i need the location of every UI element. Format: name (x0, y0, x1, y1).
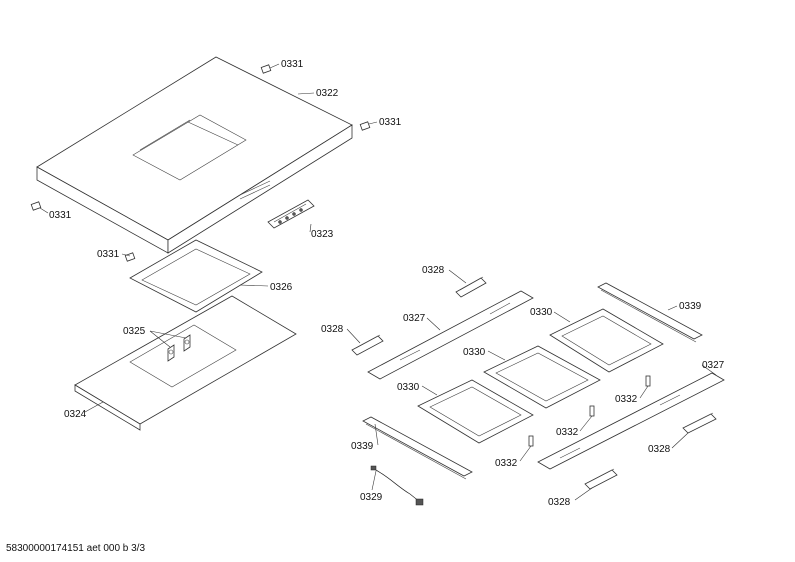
part-0331-clip-a (260, 64, 272, 74)
part-0328-end-cap-a (455, 276, 487, 298)
label-0323: 0323 (311, 229, 334, 240)
part-0326-frame (129, 239, 263, 313)
label-0330-right: 0330 (530, 307, 553, 318)
part-0327-rail-b (537, 372, 725, 470)
part-0330-filter-b (483, 345, 601, 409)
part-0332-clip-c (528, 435, 534, 447)
part-0328-end-cap-b (351, 334, 384, 356)
label-0326: 0326 (270, 282, 293, 293)
label-0332-middle: 0332 (556, 427, 579, 438)
part-0329-cable (370, 465, 424, 506)
part-0328-end-cap-d (584, 468, 618, 490)
part-0324-lower-panel (74, 295, 297, 431)
part-0339-rail-b (362, 416, 473, 480)
part-0332-clip-b (589, 405, 595, 417)
part-0322-cover (36, 56, 353, 254)
label-0328-top: 0328 (422, 265, 445, 276)
label-0339-top: 0339 (679, 301, 702, 312)
part-0328-end-cap-c (682, 412, 717, 434)
part-0331-clip-c (30, 201, 42, 211)
label-0331-top: 0331 (281, 59, 304, 70)
label-0331-right: 0331 (379, 117, 402, 128)
label-0330-middle: 0330 (463, 347, 486, 358)
leader-lines (39, 63, 717, 501)
label-0327-right: 0327 (702, 360, 725, 371)
part-0339-rail-a (597, 282, 703, 343)
label-0339-bottom: 0339 (351, 441, 374, 452)
label-0332-left: 0332 (495, 458, 518, 469)
label-0331-frame: 0331 (97, 249, 120, 260)
part-0331-clip-b (359, 121, 371, 131)
label-0328-bottom: 0328 (548, 497, 571, 508)
label-0322: 0322 (316, 88, 339, 99)
label-0325: 0325 (123, 326, 146, 337)
part-0332-clip-a (645, 375, 651, 387)
label-0324: 0324 (64, 409, 87, 420)
label-0331-left: 0331 (49, 210, 72, 221)
part-0323-control-strip (267, 199, 315, 229)
label-0328-right: 0328 (648, 444, 671, 455)
part-0330-filter-a (549, 308, 664, 373)
label-0329: 0329 (360, 492, 383, 503)
label-0330-left: 0330 (397, 382, 420, 393)
part-0325-brackets (167, 334, 191, 362)
part-0331-clip-d (124, 252, 136, 262)
part-0327-rail-a (367, 290, 534, 380)
drawing-footer-code: 58300000174151 aet 000 b 3/3 (6, 543, 145, 554)
label-0327-top: 0327 (403, 313, 426, 324)
label-0328-left: 0328 (321, 324, 344, 335)
label-0332-right: 0332 (615, 394, 638, 405)
part-0330-filter-c (417, 379, 534, 444)
